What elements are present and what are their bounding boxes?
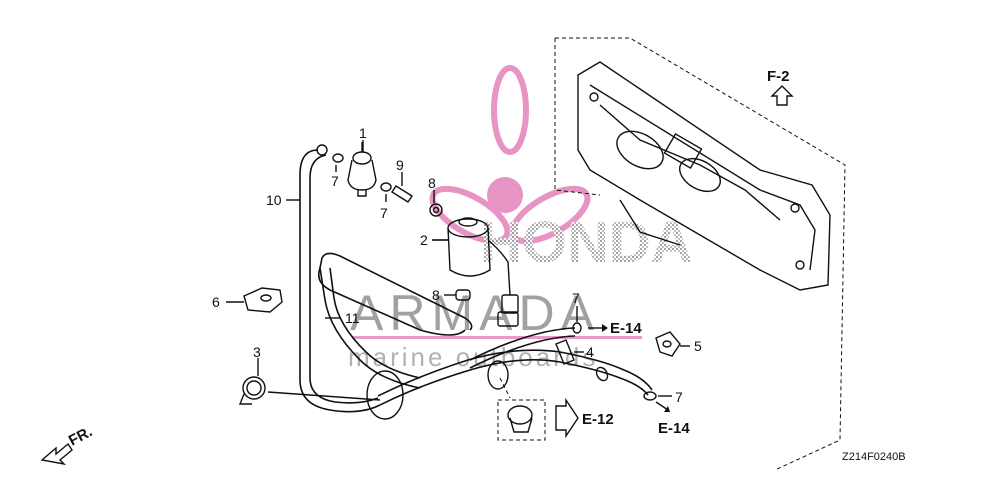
o-ring <box>380 182 392 192</box>
hose-11 <box>317 252 473 389</box>
callout-6: 6 <box>212 294 220 310</box>
part-2-filter <box>432 217 519 327</box>
callout-7a: 7 <box>331 173 339 189</box>
silencer-case <box>554 37 846 471</box>
honda-watermark: HONDA <box>480 210 693 275</box>
inset-e12 <box>497 377 579 441</box>
armada-watermark: ARMADA <box>350 285 600 341</box>
callout-1: 1 <box>359 125 367 141</box>
ref-e14-bottom: E-14 <box>658 420 690 437</box>
callout-8a: 8 <box>428 175 436 191</box>
part-8-clip-upper <box>429 190 443 217</box>
leader-3 <box>267 391 381 401</box>
front-arrow-icon <box>40 442 73 466</box>
part-6-bracket <box>226 287 283 313</box>
hose-lower <box>366 327 653 420</box>
callout-7b: 7 <box>380 205 388 221</box>
o-ring <box>572 322 582 334</box>
watermark-underline <box>352 336 642 339</box>
callout-2: 2 <box>420 232 428 248</box>
callout-10: 10 <box>266 192 282 208</box>
part-4-clip <box>555 339 584 365</box>
part-8-clip-lower <box>444 289 471 301</box>
hose-10 <box>299 144 381 413</box>
diagram-code: Z214F0240B <box>842 451 906 463</box>
callout-11: 11 <box>345 310 360 326</box>
callout-4: 4 <box>586 344 594 360</box>
arrow-e14-top <box>588 324 608 332</box>
ref-e12: E-12 <box>582 411 614 428</box>
ref-f2: F-2 <box>767 68 790 85</box>
part-3-clamp <box>238 358 266 405</box>
callout-9: 9 <box>396 157 404 173</box>
o-ring <box>643 391 657 401</box>
callout-7d: 7 <box>675 389 683 405</box>
callout-8b: 8 <box>432 287 440 303</box>
arrow-e14-bottom <box>655 401 670 412</box>
part-5-clip <box>655 331 690 357</box>
part-9-pin <box>391 172 413 203</box>
callout-3: 3 <box>253 344 261 360</box>
up-arrow-icon <box>770 85 794 106</box>
callout-5: 5 <box>694 338 702 354</box>
front-label: FR. <box>66 423 95 449</box>
o-ring <box>332 153 344 163</box>
part-1-fitting <box>347 142 377 197</box>
ref-e14-top: E-14 <box>610 320 642 337</box>
callout-7c: 7 <box>572 290 580 306</box>
